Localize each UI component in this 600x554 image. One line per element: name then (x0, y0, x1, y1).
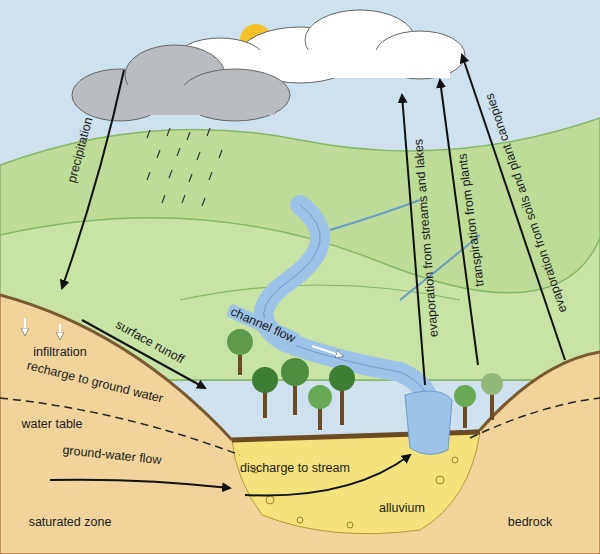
process-label: alluvium (379, 501, 425, 515)
process-label: discharge to stream (240, 461, 350, 475)
process-label: bedrock (508, 515, 552, 529)
process-label: infiltration (33, 345, 87, 359)
process-label: water table (21, 417, 82, 431)
process-label: saturated zone (29, 515, 112, 529)
